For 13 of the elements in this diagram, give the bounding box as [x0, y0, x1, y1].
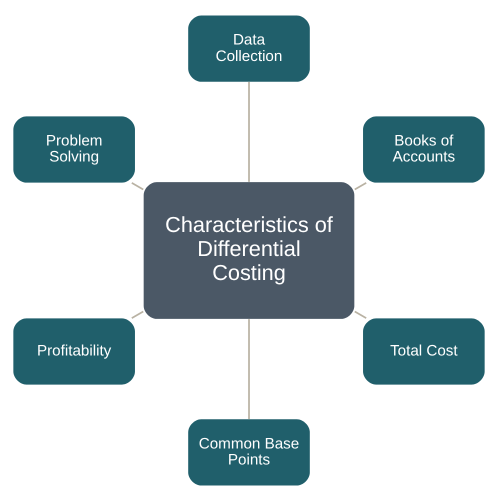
- node-box: Books of Accounts: [362, 116, 484, 182]
- connector: [248, 81, 250, 182]
- connector: [354, 182, 366, 190]
- node-box: Common Base Points: [188, 418, 310, 486]
- connector: [354, 310, 366, 318]
- connector: [248, 318, 250, 419]
- node-box: Characteristics of Differential Costing: [143, 182, 354, 318]
- node-box: Profitability: [12, 318, 134, 384]
- connector: [130, 310, 144, 318]
- connector: [130, 182, 144, 190]
- node-box: Total Cost: [362, 318, 484, 384]
- node-box: Data Collection: [188, 14, 310, 82]
- node-box: Problem Solving: [12, 116, 134, 182]
